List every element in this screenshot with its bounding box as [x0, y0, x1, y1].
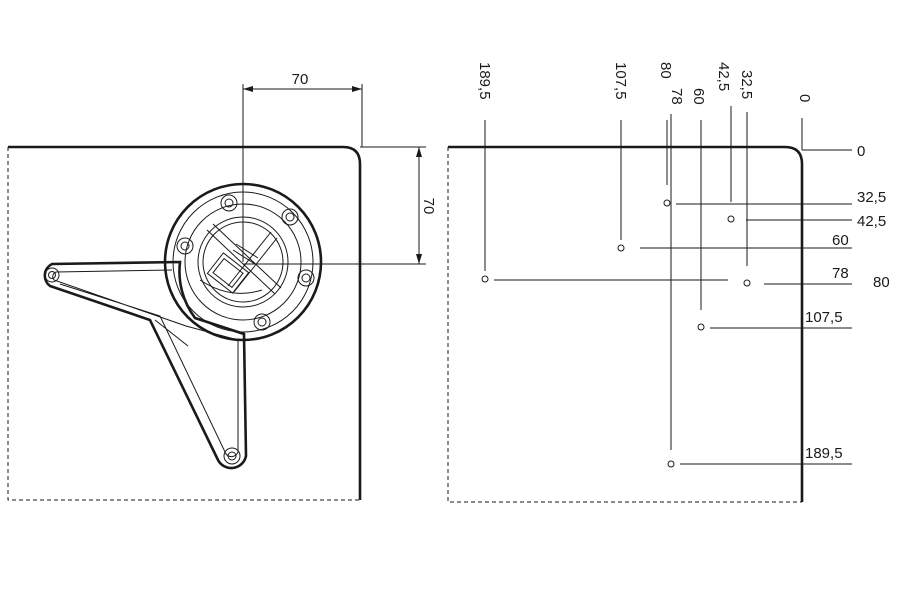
hole-marker — [663, 199, 671, 207]
side-label: 107,5 — [805, 309, 843, 326]
plate-screw-holes — [176, 194, 315, 331]
top-label: 107,5 — [612, 62, 629, 100]
dim-label-70-horizontal: 70 — [292, 71, 309, 88]
hole-markers — [481, 106, 852, 468]
top-label: 0 — [796, 94, 813, 102]
hole-marker — [667, 460, 675, 468]
left-panel-dashed-edge — [7, 147, 360, 501]
side-label: 32,5 — [857, 189, 886, 206]
top-label: 32,5 — [738, 70, 755, 99]
dim-label-70-vertical: 70 — [420, 198, 437, 215]
side-label: 60 — [832, 232, 849, 249]
hole-marker — [697, 323, 705, 331]
hole-marker — [617, 244, 625, 252]
hole-marker — [727, 215, 735, 223]
top-label: 42,5 — [715, 62, 732, 91]
side-label: 42,5 — [857, 213, 886, 230]
top-label: 80 — [657, 62, 674, 79]
left-panel-edge — [8, 145, 362, 500]
side-label: 0 — [857, 143, 865, 160]
side-label: 189,5 — [805, 445, 843, 462]
left-view: 70 70 — [7, 71, 437, 501]
side-label: 80 — [873, 274, 890, 291]
right-panel-edge — [448, 145, 804, 502]
hole-marker — [743, 279, 751, 287]
top-label: 60 — [690, 88, 707, 105]
right-panel-dashed-edge — [447, 147, 802, 503]
dim-horizontal-70: 70 — [242, 71, 363, 262]
dim-vertical-70: 70 — [243, 146, 437, 265]
top-label: 189,5 — [476, 62, 493, 100]
hole-marker — [481, 275, 489, 283]
top-dimension-labels: 189,5 107,5 80 78 60 42,5 32,5 0 — [476, 62, 813, 105]
right-view: 189,5 107,5 80 78 60 42,5 32,5 0 0 32,5 … — [447, 62, 890, 503]
side-label: 78 — [832, 265, 849, 282]
leg-arm — [43, 260, 248, 470]
top-label: 78 — [668, 88, 685, 105]
side-dimension-labels: 0 32,5 42,5 60 78 80 107,5 189,5 — [805, 143, 890, 462]
locking-mechanism — [199, 223, 282, 295]
